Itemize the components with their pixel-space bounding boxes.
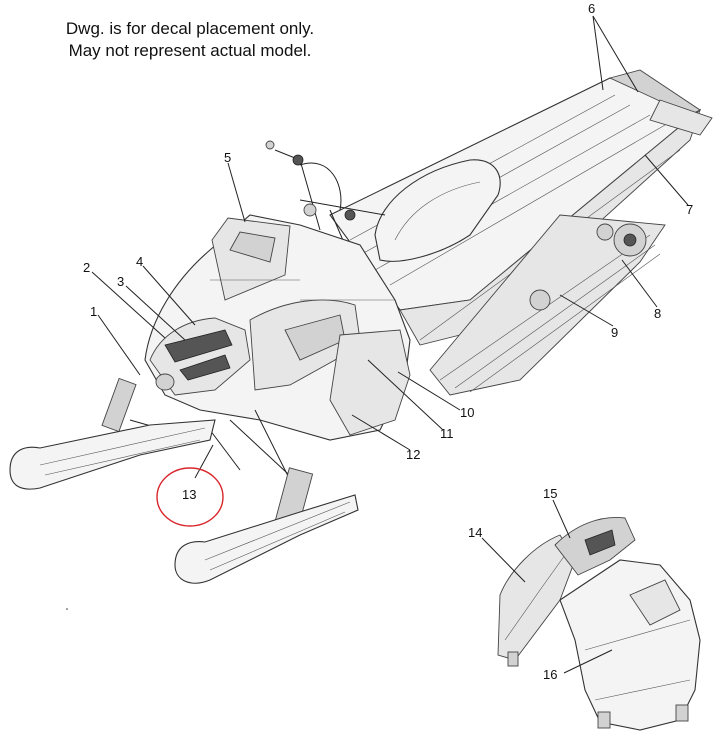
callout-11: 11: [440, 426, 454, 441]
callout-16: 16: [543, 667, 557, 682]
callout-8: 8: [654, 306, 661, 321]
callout-12: 12: [406, 447, 420, 462]
detached-panel-15: [554, 517, 636, 576]
leader-lines: [91, 15, 689, 674]
drawing-note: Dwg. is for decal placement only. May no…: [0, 18, 380, 62]
callout-7: 7: [686, 202, 693, 217]
callout-14: 14: [468, 525, 482, 540]
callout-1: 1: [90, 304, 97, 319]
hood-and-side-panels: [144, 214, 411, 441]
seat: [374, 159, 501, 262]
callout-labels: 1 2 3 4 5 6 7 8 9 10 11 12 13 14 15 16: [83, 1, 693, 682]
callout-6: 6: [588, 1, 595, 16]
ski-right: [174, 494, 359, 584]
callout-10: 10: [460, 405, 474, 420]
drawing-note-line-2: May not represent actual model.: [68, 41, 312, 60]
callout-15: 15: [543, 486, 557, 501]
callout-5: 5: [224, 150, 231, 165]
callout-2: 2: [83, 260, 90, 275]
ski-left: [9, 419, 216, 490]
callout-13: 13: [182, 487, 196, 502]
callout-3: 3: [117, 274, 124, 289]
drawing-note-line-1: Dwg. is for decal placement only.: [65, 19, 315, 38]
handlebar-assembly: [265, 140, 386, 246]
callout-4: 4: [136, 254, 143, 269]
stray-mark: [66, 608, 68, 610]
callout-9: 9: [611, 325, 618, 340]
detached-panel-14: [497, 534, 576, 667]
highlight-circle: [156, 467, 224, 527]
detached-panel-16: [559, 559, 701, 731]
